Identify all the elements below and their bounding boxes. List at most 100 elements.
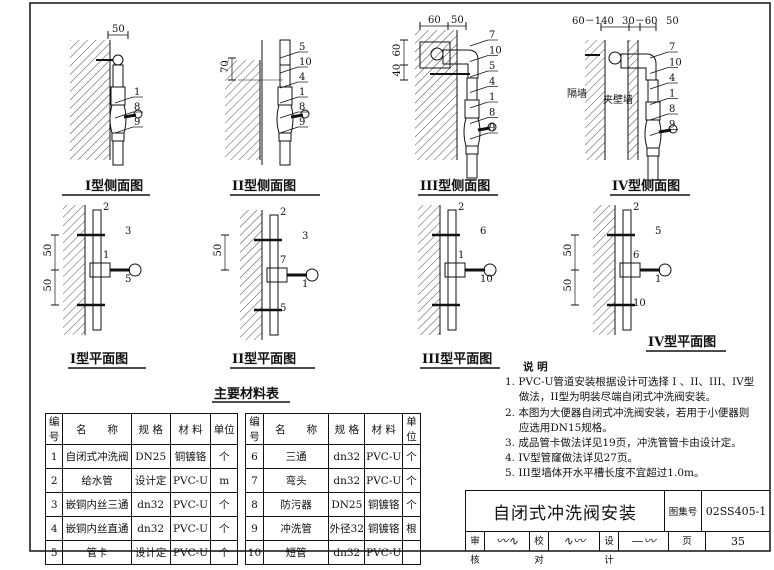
leader-line <box>649 82 669 90</box>
table-cell: PVC-U <box>364 468 404 493</box>
column-header: 编号 <box>44 413 64 445</box>
table-cell: dn32 <box>328 468 366 493</box>
review-signature: 〰∿ <box>485 532 530 551</box>
leader-line <box>649 98 669 105</box>
caption-plan3: III型平面图 <box>422 351 492 367</box>
leader-line <box>279 96 299 104</box>
pipe-segment <box>112 64 124 88</box>
flush-valve-body <box>463 117 481 147</box>
review-label: 审核 <box>466 532 485 566</box>
vacuum-breaker <box>111 132 125 142</box>
callout-number: 1 <box>103 250 109 261</box>
leader-line <box>114 111 134 119</box>
callout-number: 6 <box>633 250 639 261</box>
callout-number: 3 <box>302 231 308 242</box>
note-line: 做法，II型为明装尽端自闭式冲洗阀安装。 <box>505 391 717 404</box>
table-cell: PVC-U <box>169 492 212 517</box>
table-cell: 3 <box>44 492 64 517</box>
wall-hatch <box>418 205 440 335</box>
callout-number: 2 <box>458 202 464 213</box>
table-cell: 铜镀铬 <box>169 444 212 469</box>
dimension-value: 50 <box>43 244 54 257</box>
leader-line <box>649 129 669 136</box>
callout-number: 10 <box>633 298 646 309</box>
table-cell: 铜镀铬 <box>364 492 404 517</box>
table-cell: 三通 <box>262 444 330 469</box>
wall-hatch <box>63 205 85 335</box>
pipe-tee <box>112 54 124 66</box>
table-cell: PVC-U <box>169 516 212 541</box>
callout-number: 1 <box>302 279 308 290</box>
table-cell: 1 <box>44 444 64 469</box>
materials-title: 主要材料表 <box>214 386 280 402</box>
column-header: 名 称 <box>62 413 132 445</box>
table-cell: 个 <box>210 492 238 517</box>
callout-number: 5 <box>280 303 286 314</box>
table-cell: 铜镀铬 <box>364 516 404 541</box>
callout-number: 5 <box>125 274 131 285</box>
leader-line <box>469 117 489 124</box>
callout-number: 9 <box>134 117 140 128</box>
table-cell: DN25 <box>328 492 366 517</box>
callout-number: 9 <box>489 123 495 134</box>
flush-valve <box>305 268 319 282</box>
page-number: 35 <box>731 535 745 548</box>
leader-line <box>279 111 299 119</box>
pipe-segment <box>279 64 291 88</box>
table-cell: 个 <box>210 516 238 541</box>
callout-number: 1 <box>655 274 661 285</box>
table-cell: DN25 <box>130 444 171 469</box>
supply-pipe <box>269 214 279 336</box>
elbow <box>620 53 657 81</box>
callout-number: 7 <box>280 255 286 266</box>
valve-handle-knob <box>668 124 678 134</box>
supply-pipe <box>622 209 632 331</box>
pipe-segment <box>647 79 659 103</box>
check-signature: ∿〰 <box>549 532 600 551</box>
callout-number: 10 <box>669 58 682 69</box>
note-line: 应选用DN15规格。 <box>505 421 613 434</box>
leader-line <box>649 51 669 59</box>
atlas-label: 图集号 <box>665 491 702 532</box>
wall-hatch <box>70 40 110 160</box>
wall-hatch <box>585 40 605 160</box>
table-cell: PVC-U <box>364 444 404 469</box>
callout-number: 1 <box>134 87 140 98</box>
table-cell: 嵌铜内丝直通 <box>62 516 132 541</box>
table-cell: 个 <box>210 444 238 469</box>
column-header: 单位 <box>402 413 421 445</box>
callout-number: 8 <box>489 108 495 119</box>
table-cell: 弯头 <box>262 468 330 493</box>
table-cell: dn32 <box>328 444 366 469</box>
drawing-title: 自闭式冲洗阀安装 <box>466 491 665 532</box>
leader-line <box>469 70 489 78</box>
table-cell: m <box>210 468 238 493</box>
table-cell: 7 <box>245 468 264 493</box>
leader-line <box>649 113 669 121</box>
dimension-value: 40 <box>392 64 403 77</box>
flush-valve <box>128 263 142 277</box>
flush-pipe <box>647 155 659 181</box>
design-signature: —〰 <box>619 532 669 551</box>
leader-line <box>279 126 299 134</box>
valve-handle-knob <box>300 109 310 119</box>
callout-number: 5 <box>489 61 495 72</box>
dimension-value: 50 <box>563 279 574 292</box>
callout-number: 10 <box>489 46 502 57</box>
column-header: 材 料 <box>364 413 404 445</box>
leader-line <box>469 39 489 47</box>
flush-pipe <box>279 140 291 166</box>
callout-number: 8 <box>299 102 305 113</box>
table-cell: 防污器 <box>262 492 330 517</box>
caption-side4: IV型侧面图 <box>612 178 680 194</box>
table-cell: 外径32 <box>328 516 366 541</box>
leader-line <box>649 67 669 74</box>
caption-plan4: IV型平面图 <box>648 334 716 350</box>
dimension-value: 50 <box>213 244 224 257</box>
